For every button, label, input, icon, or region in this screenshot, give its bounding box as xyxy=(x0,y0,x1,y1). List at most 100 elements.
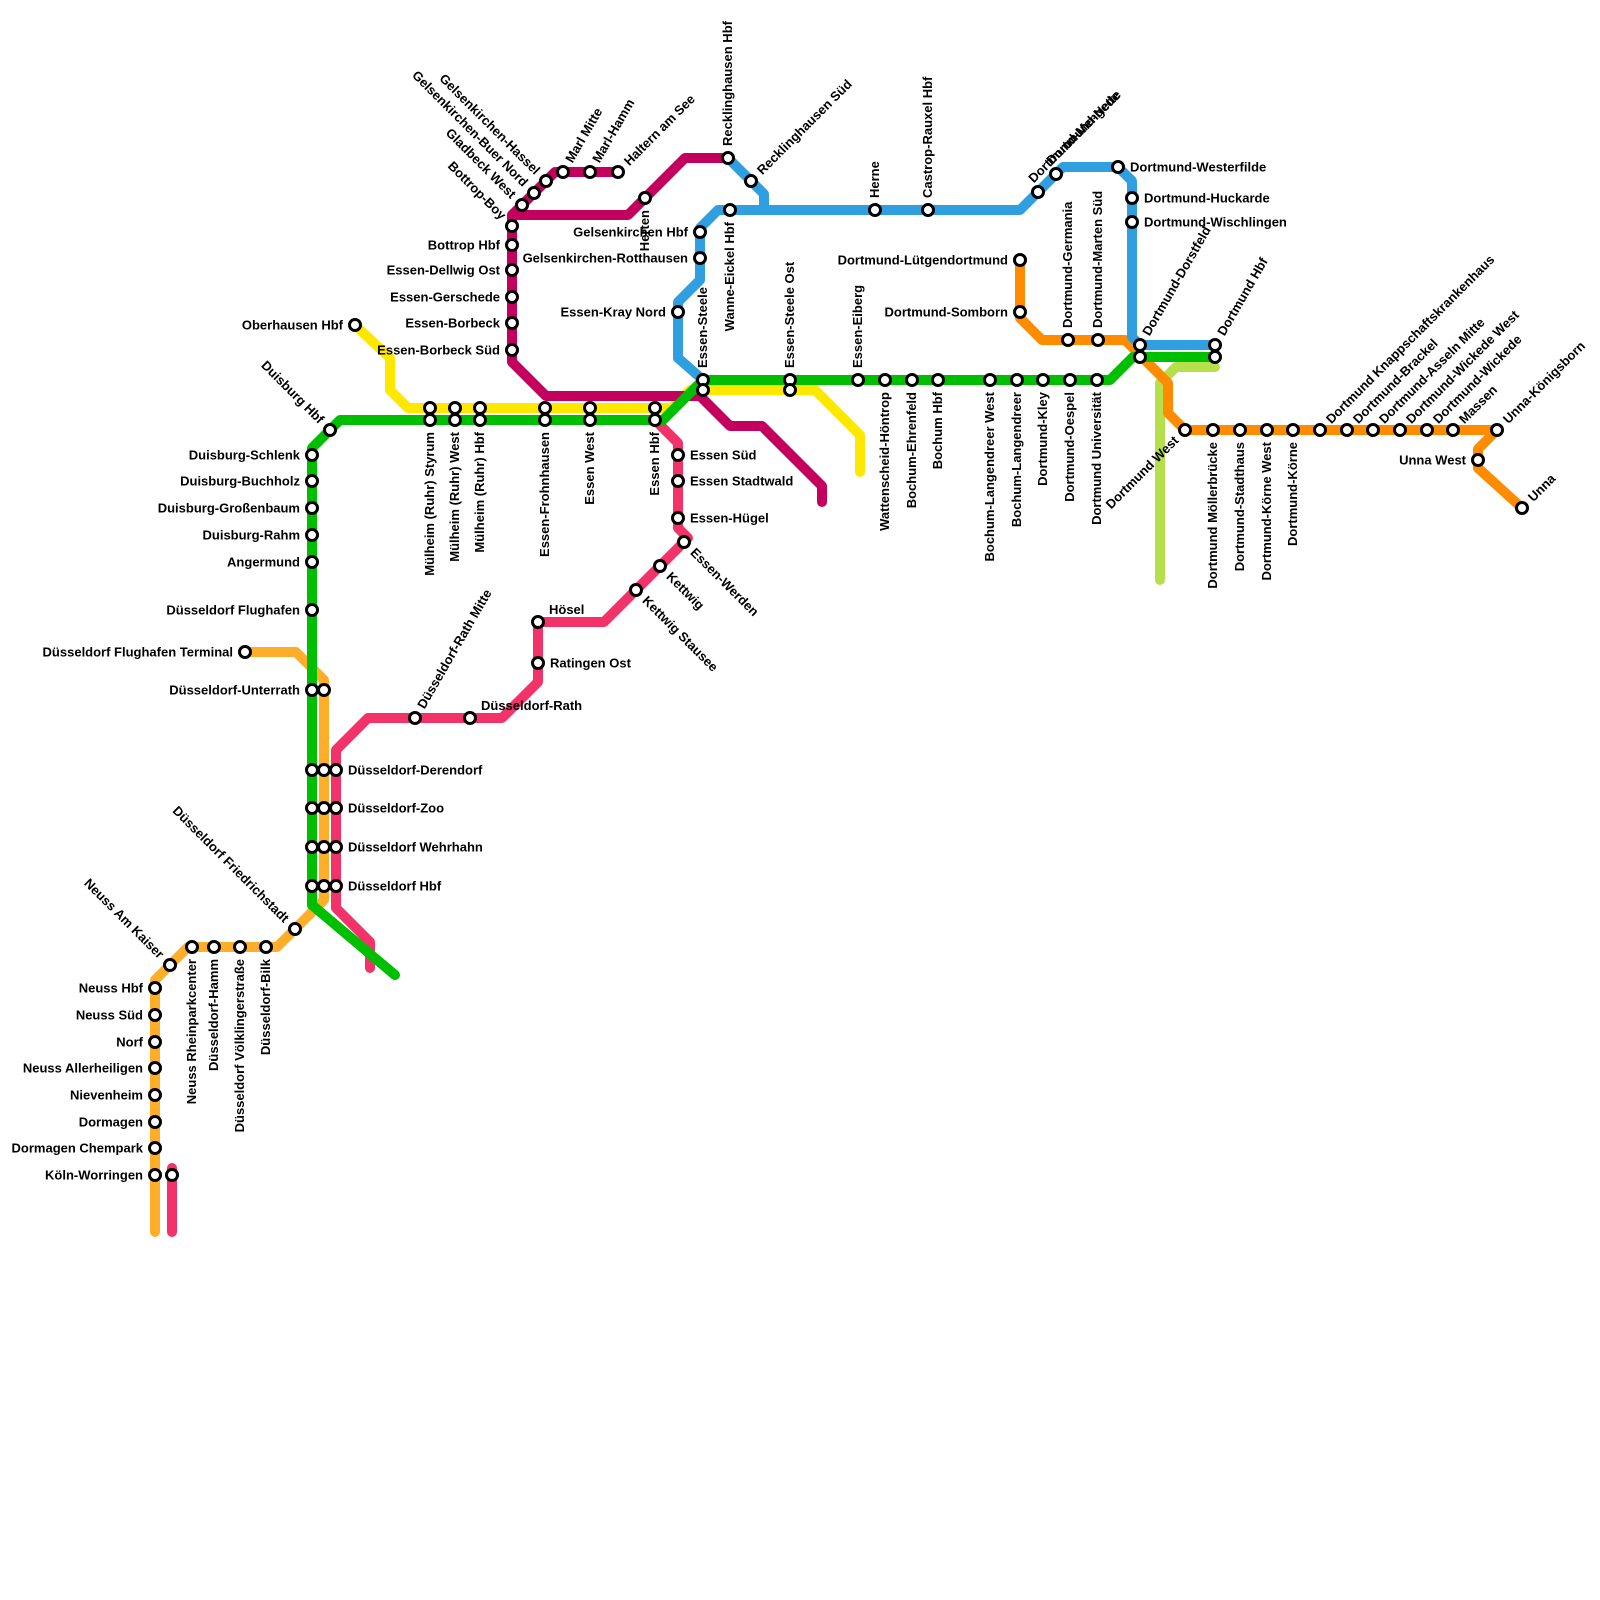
station-dot xyxy=(671,305,685,319)
station-essen-west xyxy=(583,401,597,427)
station-dot xyxy=(317,763,331,777)
station-dot xyxy=(448,401,462,415)
station-label-d-sseldorf-hbf: Düsseldorf Hbf xyxy=(348,879,442,894)
station-label-k-ln-worringen: Köln-Worringen xyxy=(45,1168,143,1183)
station-dot xyxy=(538,413,552,427)
station-dortmund-stadthaus xyxy=(1233,423,1247,437)
station-dot xyxy=(983,373,997,387)
station-d-sseldorf-hamm xyxy=(207,940,221,954)
station-dortmund-kley xyxy=(1036,373,1050,387)
station-label-d-sseldorf-flughafen: Düsseldorf Flughafen xyxy=(166,603,300,618)
station-dot xyxy=(648,401,662,415)
station-dortmund-knappschaftskrankenhaus xyxy=(1313,423,1327,437)
station-label-h-sel: Hösel xyxy=(549,602,584,617)
station-dortmund-germania xyxy=(1061,333,1075,347)
station-unna-k-nigsborn xyxy=(1490,423,1504,437)
station-dot xyxy=(505,316,519,330)
station-dot xyxy=(259,940,273,954)
station-dot xyxy=(921,203,935,217)
station-dortmund-asseln-mitte xyxy=(1366,423,1380,437)
station-dot xyxy=(305,528,319,542)
station-dot xyxy=(1010,373,1024,387)
station-herten xyxy=(638,191,652,205)
station-label-essen-h-gel: Essen-Hügel xyxy=(690,511,769,526)
line-s11-orange xyxy=(150,647,329,1237)
station-dot xyxy=(1061,333,1075,347)
station-massen xyxy=(1446,423,1460,437)
station-dot xyxy=(323,423,337,437)
station-label-essen-dellwig-ost: Essen-Dellwig Ost xyxy=(387,263,501,278)
station-label-essen-frohnhausen: Essen-Frohnhausen xyxy=(537,432,552,557)
station-dot xyxy=(148,1141,162,1155)
station-duisburg-buchholz xyxy=(305,474,319,488)
station-d-sseldorf-unterrath xyxy=(305,683,331,697)
station-dot xyxy=(653,559,667,573)
station-label-dortmund-huckarde: Dortmund-Huckarde xyxy=(1144,191,1270,206)
station-label-d-sseldorf-friedrichstadt: Düsseldorf Friedrichstadt xyxy=(170,803,293,926)
station-label-essen-borbeck: Essen-Borbeck xyxy=(405,316,500,331)
station-label-essen-steele-ost: Essen-Steele Ost xyxy=(782,261,797,368)
station-label-d-sseldorf-wehrhahn: Düsseldorf Wehrhahn xyxy=(348,840,483,855)
station-essen-gerschede xyxy=(505,290,519,304)
station-essen-werden xyxy=(677,535,691,549)
station-dot xyxy=(148,981,162,995)
station-dot xyxy=(165,1168,179,1182)
station-dot xyxy=(185,940,199,954)
station-dot xyxy=(1133,338,1147,352)
station-label-bochum-ehrenfeld: Bochum-Ehrenfeld xyxy=(904,392,919,508)
station-dormagen-chempark xyxy=(148,1141,162,1155)
station-kettwig-stausee xyxy=(629,583,643,597)
station-d-sseldorf-v-lklingerstra-e xyxy=(233,940,247,954)
station-m-lheim-ruhr-hbf xyxy=(473,401,487,427)
station-label-d-sseldorf-bilk: Düsseldorf-Bilk xyxy=(258,958,273,1055)
station-dot xyxy=(1471,453,1485,467)
station-essen-eiberg xyxy=(851,373,865,387)
station-dot xyxy=(148,1115,162,1129)
station-dortmund-universit-t xyxy=(1090,373,1104,387)
station-dot xyxy=(305,448,319,462)
station-duisburg-gro-enbaum xyxy=(305,501,319,515)
station-d-sseldorf-derendorf xyxy=(305,763,343,777)
station-dortmund-k-rne xyxy=(1286,423,1300,437)
station-dortmund-wickede xyxy=(1420,423,1434,437)
station-dot xyxy=(305,474,319,488)
station-neuss-allerheiligen xyxy=(148,1061,162,1075)
station-dot xyxy=(1013,253,1027,267)
station-label-neuss-rheinparkcenter: Neuss Rheinparkcenter xyxy=(184,959,199,1104)
station-label-essen-eiberg: Essen-Eiberg xyxy=(850,285,865,368)
station-dot xyxy=(531,656,545,670)
station-label-duisburg-rahm: Duisburg-Rahm xyxy=(203,528,301,543)
station-dot xyxy=(317,683,331,697)
station-gelsenkirchen-rotthausen xyxy=(693,251,707,265)
station-label-m-lheim-ruhr-styrum: Mülheim (Ruhr) Styrum xyxy=(422,432,437,576)
station-neuss-s-d xyxy=(148,1008,162,1022)
station-dortmund-nette xyxy=(1049,167,1063,181)
station-d-sseldorf-wehrhahn xyxy=(305,840,343,854)
station-nievenheim xyxy=(148,1088,162,1102)
station-dot xyxy=(317,840,331,854)
station-essen-frohnhausen xyxy=(538,401,552,427)
station-dot xyxy=(463,711,477,725)
station-gelsenkirchen-buer-nord xyxy=(527,186,541,200)
station-label-ratingen-ost: Ratingen Ost xyxy=(550,656,632,671)
station-dortmund-dorstfeld xyxy=(1133,338,1147,364)
station-dormagen xyxy=(148,1115,162,1129)
station-dot xyxy=(305,555,319,569)
station-essen-steele-ost xyxy=(783,373,797,397)
station-label-dortmund-stadthaus: Dortmund-Stadthaus xyxy=(1232,442,1247,571)
station-d-sseldorf-friedrichstadt xyxy=(288,922,302,936)
station-essen-dellwig-ost xyxy=(505,263,519,277)
station-label-dortmund-wischlingen: Dortmund-Wischlingen xyxy=(1144,215,1287,230)
station-dortmund-l-tgendortmund xyxy=(1013,253,1027,267)
station-dot xyxy=(329,801,343,815)
station-m-lheim-ruhr-west xyxy=(448,401,462,427)
station-dot xyxy=(473,401,487,415)
station-marl-hamm xyxy=(583,165,597,179)
station-dot xyxy=(783,383,797,397)
station-d-sseldorf-rath xyxy=(463,711,477,725)
station-label-dortmund-m-llerbr-cke: Dortmund Möllerbrücke xyxy=(1205,442,1220,589)
station-label-essen-stadtwald: Essen Stadtwald xyxy=(690,474,793,489)
station-dot xyxy=(1125,215,1139,229)
